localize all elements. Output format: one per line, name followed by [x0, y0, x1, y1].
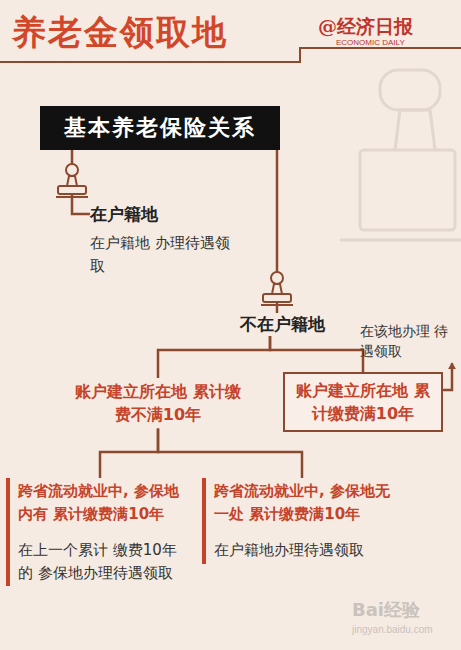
title: 养老金领取地: [12, 10, 228, 56]
logo-text: @经济日报: [318, 14, 413, 40]
node-heading: 在户籍地: [90, 203, 240, 226]
case-box: 跨省流动就业中, 参保地无一处 累计缴费满10年在户籍地办理待遇领取: [202, 478, 402, 564]
node-heading: 跨省流动就业中, 参保地无一处 累计缴费满10年: [214, 480, 396, 525]
node-body: 在上一个累计 缴费10年的 参保地办理待遇领取: [18, 539, 188, 584]
connector: [158, 428, 302, 478]
watermark: Bai经验: [352, 598, 420, 622]
connector: [100, 428, 158, 478]
branch-node: 不在户籍地: [226, 313, 338, 336]
connector: [270, 336, 363, 372]
node-heading: 账户建立所在地 累计缴费满10年: [289, 379, 437, 425]
node-heading: 账户建立所在地 累计缴费不满10年: [72, 380, 244, 426]
node-body: 在户籍地 办理待遇领取: [90, 232, 240, 277]
connector: [158, 336, 270, 378]
condition-box: 账户建立所在地 累计缴费不满10年: [72, 378, 244, 428]
node-heading: 跨省流动就业中, 参保地内有 累计缴费满10年: [18, 480, 188, 525]
result-note: 在该地办理 待遇领取: [360, 322, 458, 361]
stamp-icon: [261, 272, 293, 305]
condition-box: 账户建立所在地 累计缴费满10年: [283, 372, 443, 432]
faint-stamp: [340, 70, 461, 240]
node-heading: 基本养老保险关系: [50, 113, 270, 143]
logo-subtext: ECONOMIC DAILY: [336, 38, 405, 47]
node-heading: 不在户籍地: [226, 313, 338, 336]
node-heading: 在该地办理 待遇领取: [360, 322, 458, 361]
header-bar: 基本养老保险关系: [40, 106, 280, 150]
watermark-url: jingyan.baidu.com: [352, 624, 433, 635]
node-body: 在户籍地办理待遇领取: [214, 539, 396, 562]
connector: [443, 363, 452, 390]
case-box: 跨省流动就业中, 参保地内有 累计缴费满10年在上一个累计 缴费10年的 参保地…: [6, 478, 194, 586]
branch-node: 在户籍地在户籍地 办理待遇领取: [90, 203, 240, 277]
stamp-icon: [56, 164, 88, 197]
